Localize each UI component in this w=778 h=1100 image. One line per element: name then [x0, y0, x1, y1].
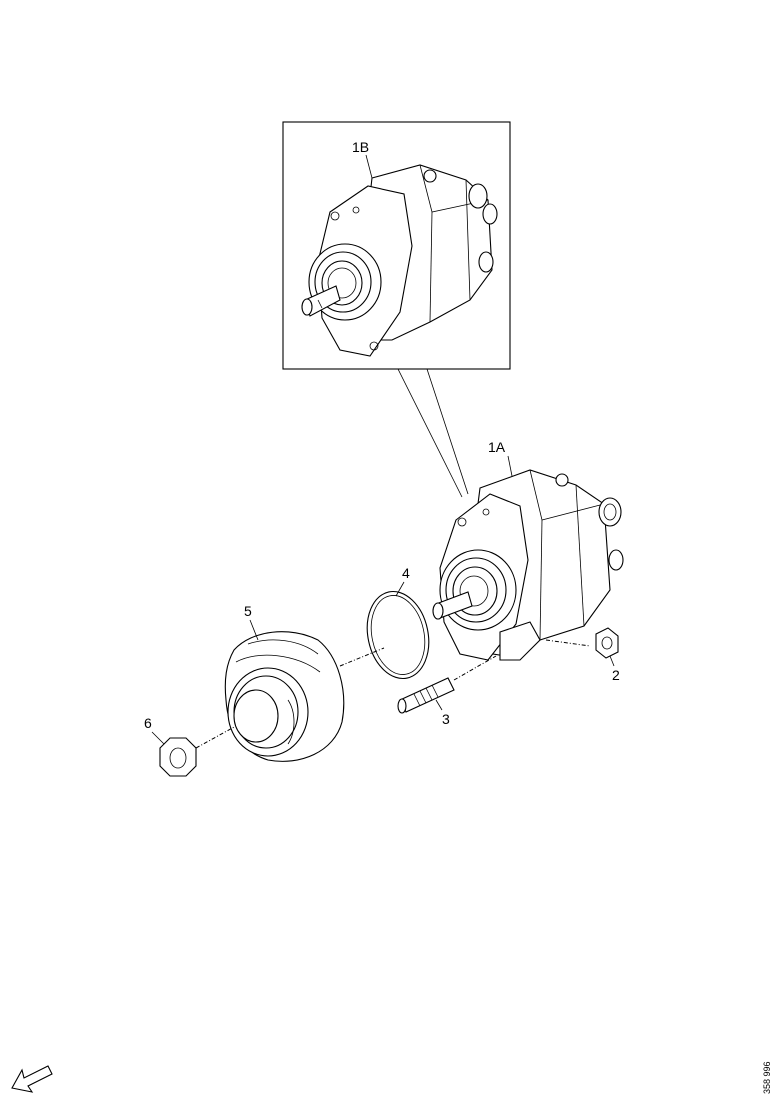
label-4: 4	[402, 565, 410, 581]
direction-arrow-icon	[11, 1065, 53, 1093]
part-6-flange-nut	[159, 725, 237, 777]
label-1b: 1B	[352, 139, 369, 155]
label-6: 6	[144, 715, 152, 731]
part-5-pulley	[224, 631, 385, 762]
drawing-reference: 358 996	[762, 1061, 772, 1094]
label-2: 2	[612, 667, 620, 683]
compressor-1a	[432, 469, 624, 661]
compressor-1b-drawing	[301, 164, 498, 357]
part-2-nut	[545, 627, 619, 659]
label-3: 3	[442, 711, 450, 727]
part-4-o-ring	[366, 590, 430, 680]
part-3-stud	[397, 655, 497, 714]
detail-inset-1b: 1B	[282, 121, 511, 498]
label-5: 5	[244, 603, 252, 619]
label-1a: 1A	[488, 439, 506, 455]
